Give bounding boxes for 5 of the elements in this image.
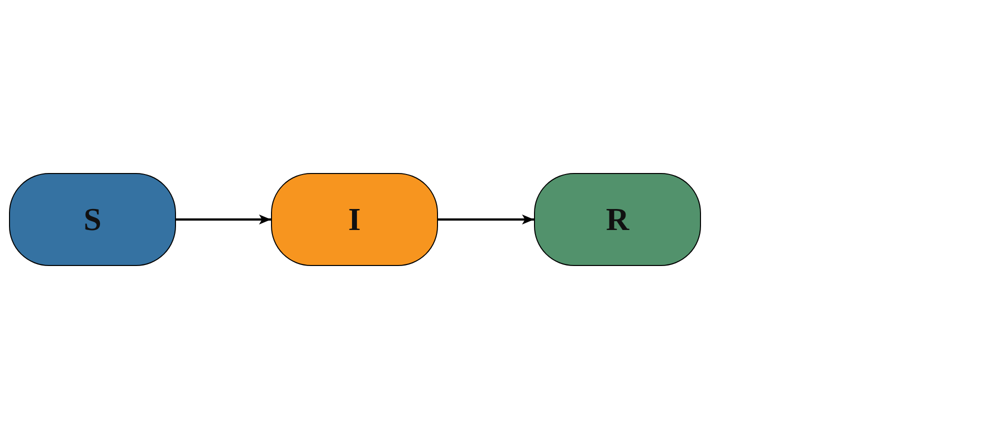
node-label: R (606, 201, 630, 238)
node-label: S (84, 201, 102, 238)
arrow (438, 214, 534, 224)
arrow (176, 214, 271, 224)
node-label: I (348, 201, 361, 238)
